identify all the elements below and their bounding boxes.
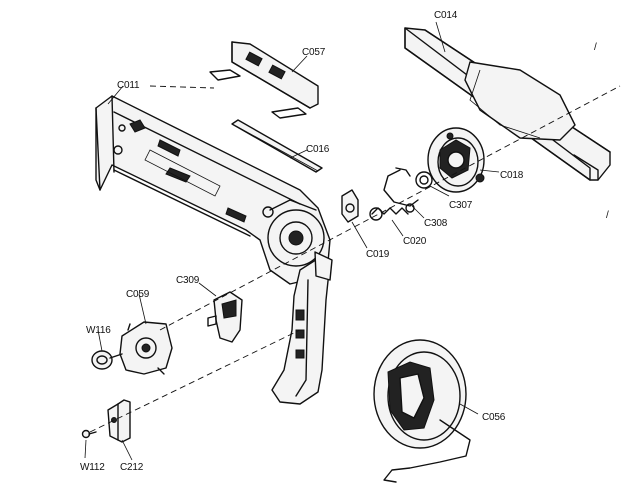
label-c016: C016 [306,144,330,155]
part-c057-bracket [209,41,319,119]
leader-lines [84,21,500,461]
part-c309 [207,291,243,343]
part-c018-hub [427,127,485,193]
part-c307-gear [415,171,433,189]
part-lever-arm [271,251,333,405]
label-w112: W112 [80,462,105,473]
label-c056: C056 [482,412,506,423]
label-c020: C020 [403,236,427,247]
part-c020-spring [369,203,415,221]
part-c308-wire [383,167,419,207]
label-c018: C018 [500,170,524,181]
label-c307: C307 [449,200,473,211]
margin-mark-top-right: / [594,42,597,53]
label-c212: C212 [120,462,144,473]
label-w116: W116 [86,325,111,336]
label-c019: C019 [366,249,390,260]
label-c309: C309 [176,275,200,286]
part-c212-bracket [107,399,131,443]
part-c059-disc [119,321,173,375]
part-w112-screw [81,429,97,439]
part-c056-cover [373,339,471,483]
margin-mark-right: / [606,210,609,221]
axis-line-lower [89,329,301,433]
part-c016-rod [231,119,323,173]
label-c059: C059 [126,289,150,300]
axis-line-upper [159,85,621,331]
part-w116-washer [91,350,123,370]
label-c014: C014 [434,10,458,21]
part-c011-frame [95,95,331,285]
label-c057: C057 [302,47,326,58]
label-c308: C308 [424,218,448,229]
part-c014-bar [404,27,611,181]
part-c019 [341,189,359,223]
axis-line-frame [149,85,215,89]
label-c011: C011 [117,80,140,91]
